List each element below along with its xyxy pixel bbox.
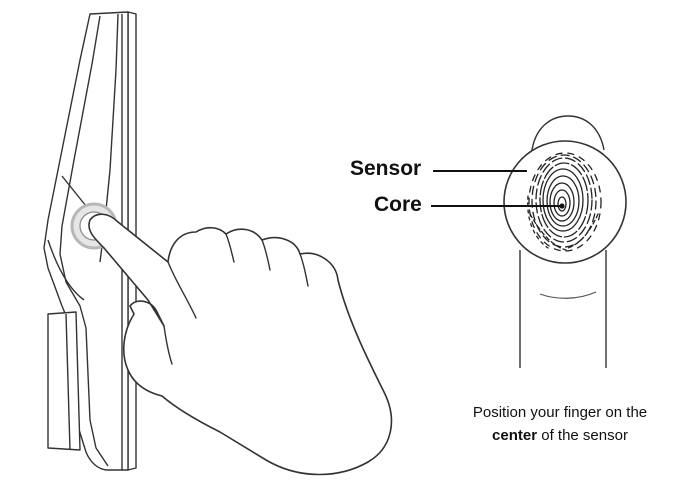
device-contour [65,313,71,451]
core-point [559,203,565,209]
finger-closeup [503,115,627,368]
device-bottom-block [47,311,81,451]
caption-emphasis: center [492,427,538,444]
hand-illustration [88,213,393,476]
hand-crease [299,253,309,287]
device-contour [59,15,109,467]
hand-crease [261,239,271,271]
sensor-label: Sensor [350,157,422,180]
finger-crease [539,291,597,299]
finger-body [519,250,607,368]
device-contour [47,239,85,301]
fingerprint-icon [527,152,602,252]
device-contour [61,175,87,207]
core-label: Core [374,193,422,216]
caption-rest: of the sensor [537,427,628,444]
sensor-closeup [503,140,627,264]
hand-crease [163,325,173,365]
hand-crease [225,233,235,263]
hand-crease [167,261,197,319]
fingernail [531,115,605,151]
caption-line-1: Position your finger on the [472,404,648,421]
caption-line-2: center of the sensor [440,427,680,444]
